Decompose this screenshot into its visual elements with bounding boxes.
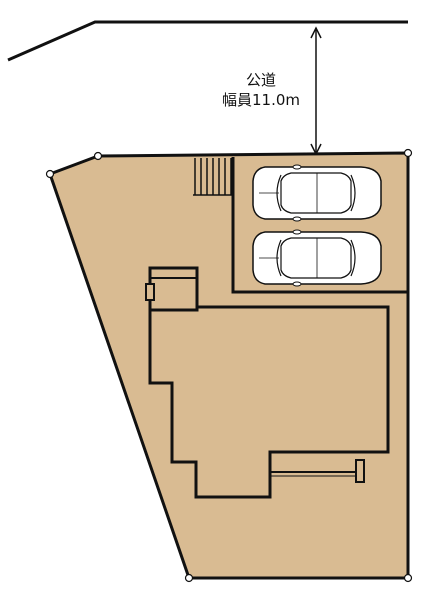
road-width-dimension <box>310 26 322 156</box>
road-name: 公道 <box>245 71 276 89</box>
parking-area <box>231 157 408 294</box>
car-icon <box>252 164 382 222</box>
road-label: 公道 幅員11.0m <box>212 70 310 110</box>
corner-marker <box>403 573 413 583</box>
parked-cars <box>252 164 382 287</box>
entrance-stairs <box>193 158 233 196</box>
corner-marker <box>45 169 55 179</box>
lot-corner-markers <box>45 148 413 583</box>
car-icon <box>252 229 382 287</box>
corner-marker <box>93 151 103 161</box>
corner-marker <box>184 573 194 583</box>
house-footprint <box>145 266 390 499</box>
road-edge-line <box>7 20 408 62</box>
road-width: 幅員11.0m <box>221 91 300 109</box>
corner-marker <box>403 148 413 158</box>
